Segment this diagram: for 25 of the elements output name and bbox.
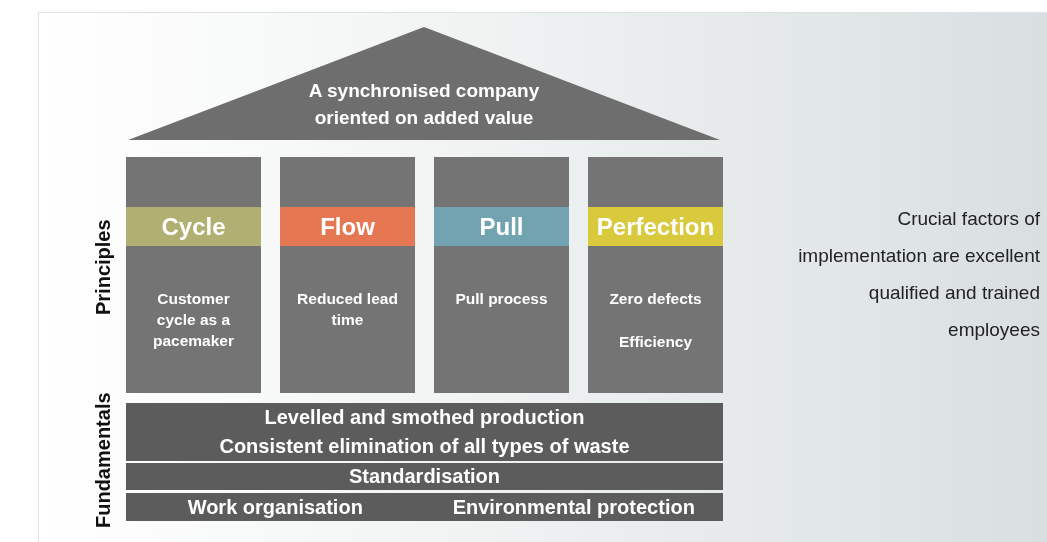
band-text: Work organisation <box>186 495 364 520</box>
pillar-box <box>126 157 261 393</box>
pillar-heading: Pull <box>434 207 569 246</box>
axis-label: Principles <box>92 218 115 317</box>
pillar-box <box>434 157 569 393</box>
side-note: Crucial factors of implementation are excellent qualified and trained employees <box>797 207 1040 342</box>
band-text: Consistent elimination of all types of waste <box>218 434 631 459</box>
pillar-text: Customer cycle as a pacemaker <box>152 289 235 351</box>
foundation-band <box>126 493 723 521</box>
pillar-heading: Perfection <box>588 207 723 246</box>
pillar-text: Zero defects <box>608 289 703 309</box>
axis-label: Fundamentals <box>92 391 115 530</box>
pillar-text: Pull process <box>454 289 549 309</box>
roof-text: A synchronised company oriented on added value <box>307 79 541 130</box>
band-text: Levelled and smothed production <box>263 405 586 430</box>
band-text: Environmental protection <box>451 495 696 520</box>
foundation-band <box>126 403 723 461</box>
pillar-heading: Flow <box>280 207 415 246</box>
pillar-box <box>280 157 415 393</box>
pillar-heading: Cycle <box>126 207 261 246</box>
pillar-text: Efficiency <box>617 332 694 352</box>
pillar-box <box>588 157 723 393</box>
foundation-band <box>126 463 723 490</box>
pillar-text: Reduced lead time <box>296 289 399 330</box>
band-text: Standardisation <box>347 464 502 489</box>
